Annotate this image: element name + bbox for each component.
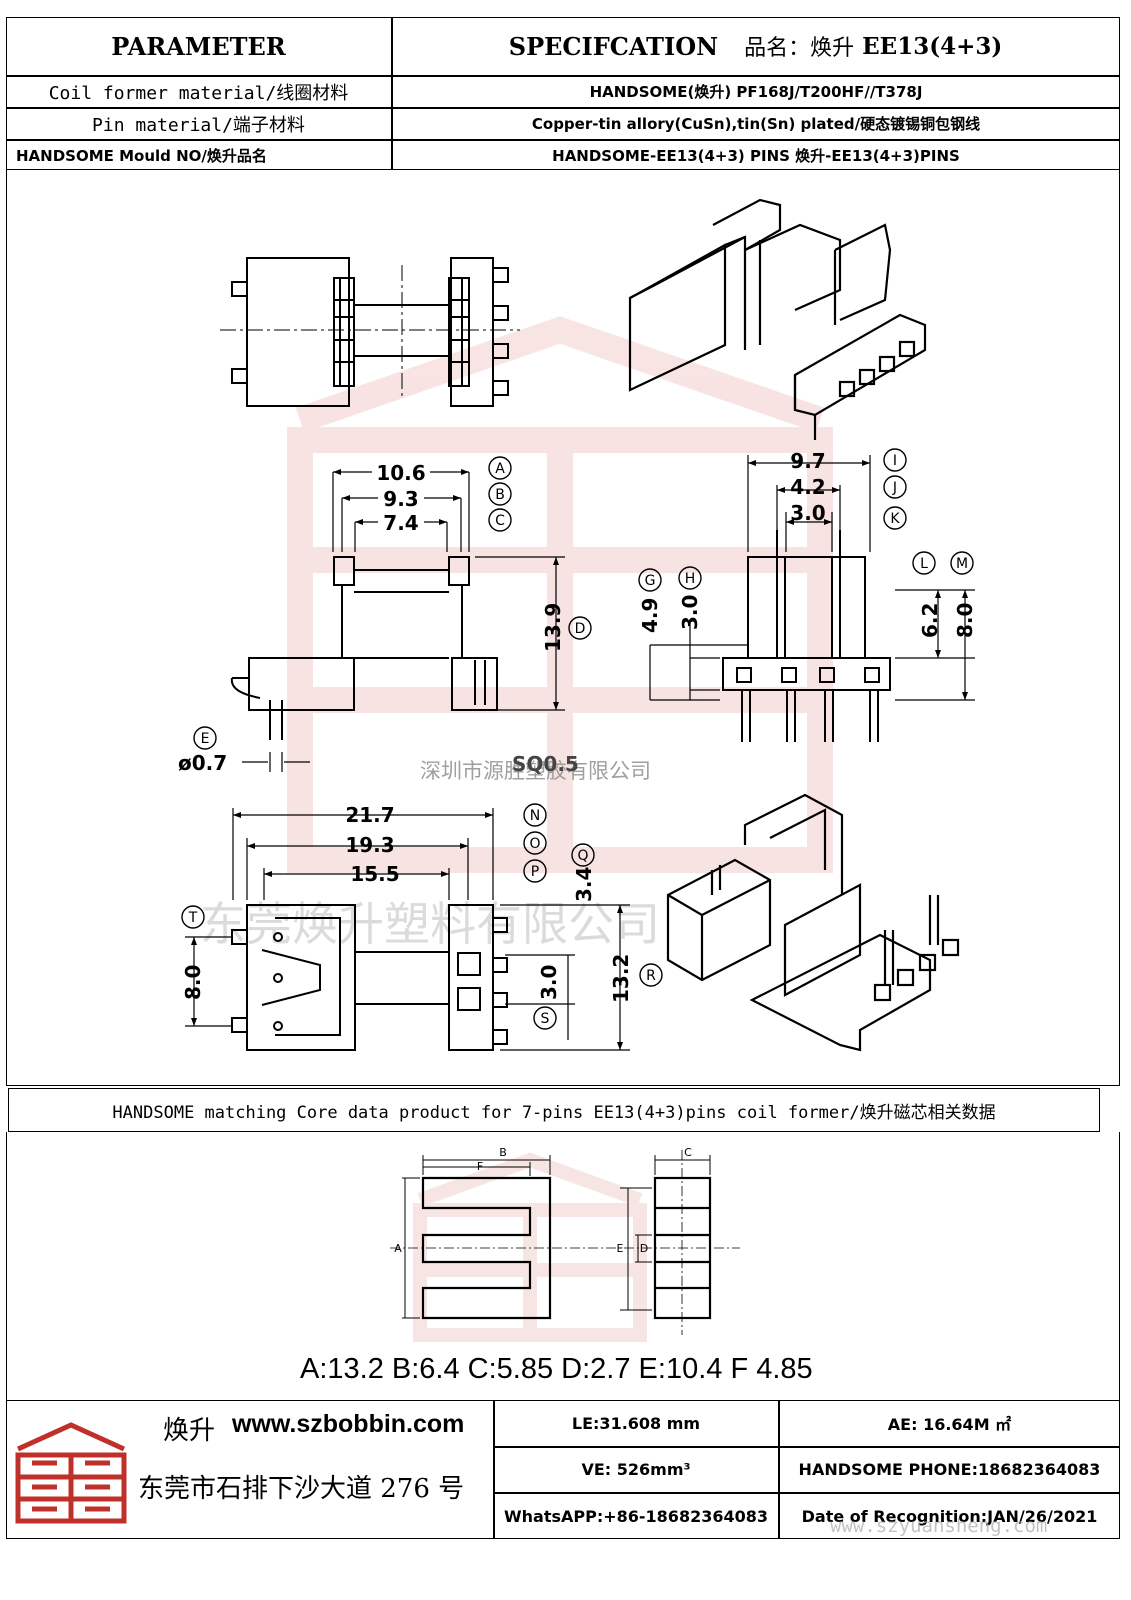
footer-brand: 焕升: [163, 1416, 216, 1446]
footer-website[interactable]: www.szbobbin.com: [232, 1410, 465, 1438]
dim-3-0-s: 3.0: [537, 965, 561, 1000]
core-drawing: B F A C E D: [390, 1146, 740, 1342]
footer-divider: [493, 1492, 1120, 1494]
core-title-box: [8, 1088, 1100, 1132]
dim-3-0-h: 3.0: [678, 595, 702, 630]
dim-8-0-t: 8.0: [181, 965, 205, 1000]
dim-19-3: 19.3: [345, 833, 394, 857]
dim-7-4: 7.4: [383, 511, 418, 535]
dim-9-7: 9.7: [790, 449, 825, 473]
table-divider-vertical: [391, 17, 393, 170]
footer-le: LE:31.608 mm: [571, 1413, 701, 1433]
core-title: HANDSOME matching Core data product for …: [112, 1102, 996, 1123]
core-watermark-icon: [413, 1152, 647, 1342]
row-label-coil: Coil former material/线圈材料: [48, 82, 349, 104]
dim-8-0-m: 8.0: [953, 603, 977, 638]
product-name-label: 品名：焕升: [744, 36, 855, 61]
core-frame: [6, 1132, 1120, 1400]
core-letter-a: A: [394, 1242, 402, 1255]
footer-divider: [493, 1446, 1120, 1448]
dim-9-3: 9.3: [383, 487, 418, 511]
footer-divider: [778, 1400, 780, 1539]
spec-table: [6, 17, 1120, 170]
core-letter-b: B: [499, 1146, 507, 1159]
row-label-mould: HANDSOME Mould NO/焕升品名: [16, 146, 267, 165]
row-value-pin: Copper-tin allory(CuSn),tin(Sn) plated/硬…: [531, 115, 981, 133]
table-divider: [6, 75, 1120, 77]
core-dimensions: A:13.2 B:6.4 C:5.85 D:2.7 E:10.4 F 4.85: [300, 1353, 813, 1385]
core-letter-d: D: [640, 1242, 648, 1255]
footer-whatsapp: WhatsAPP:+86-18682364083: [503, 1506, 768, 1526]
core-letter-c: C: [684, 1146, 692, 1159]
dim-10-6: 10.6: [376, 461, 425, 485]
footer-ae: AE: 16.64M ㎡: [887, 1415, 1012, 1434]
technical-drawing: 深圳市源胜塑胶有限公司 东莞焕升塑料有限公司: [178, 198, 977, 1052]
footer-watermark-url: www.szyuansheng.com: [830, 1515, 1048, 1537]
row-value-coil: HANDSOME(焕升) PF168J/T200HF//T378J: [589, 83, 923, 101]
footer-date: Date of Recognition:JAN/26/2021: [801, 1506, 1098, 1526]
company-logo-icon: [15, 1422, 127, 1524]
core-letter-f: F: [477, 1160, 483, 1173]
dim-sq-0-5: SQ0.5: [512, 752, 579, 776]
drawing-frame: [6, 169, 1120, 1086]
footer-table: [6, 1400, 1120, 1539]
dim-phi-0-7: ø0.7: [178, 751, 227, 775]
core-letter-e: E: [617, 1242, 624, 1255]
dim-3-4: 3.4: [572, 867, 596, 902]
footer-address: 东莞市石排下沙大道 276 号: [138, 1474, 465, 1504]
dim-13-2: 13.2: [609, 954, 633, 1003]
specification-label: SPECIFCATION: [508, 31, 719, 61]
dim-6-2: 6.2: [918, 603, 942, 638]
row-label-pin: Pin material/端子材料: [92, 114, 305, 136]
specification-header: SPECIFCATION 品名：焕升 EE13(4+3): [391, 17, 1120, 75]
dim-4-9: 4.9: [638, 598, 662, 633]
watermark-text: 深圳市源胜塑胶有限公司: [420, 759, 651, 783]
table-divider: [6, 107, 1120, 109]
dim-21-7: 21.7: [345, 803, 394, 827]
row-value-mould: HANDSOME-EE13(4+3) PINS 焕升-EE13(4+3)PINS: [552, 146, 960, 165]
footer-ve: VE: 526mm³: [581, 1460, 691, 1479]
footer-divider: [493, 1400, 495, 1539]
dim-4-2: 4.2: [790, 475, 825, 499]
dim-15-5: 15.5: [350, 862, 399, 886]
footer-phone: HANDSOME PHONE:18682364083: [798, 1460, 1101, 1479]
dim-3-0-k: 3.0: [790, 501, 825, 525]
product-model: EE13(4+3): [862, 32, 1003, 60]
parameter-header: PARAMETER: [111, 31, 286, 61]
table-divider: [6, 139, 1120, 141]
dim-13-9: 13.9: [541, 603, 565, 652]
watermark-logo-icon: [287, 316, 833, 873]
